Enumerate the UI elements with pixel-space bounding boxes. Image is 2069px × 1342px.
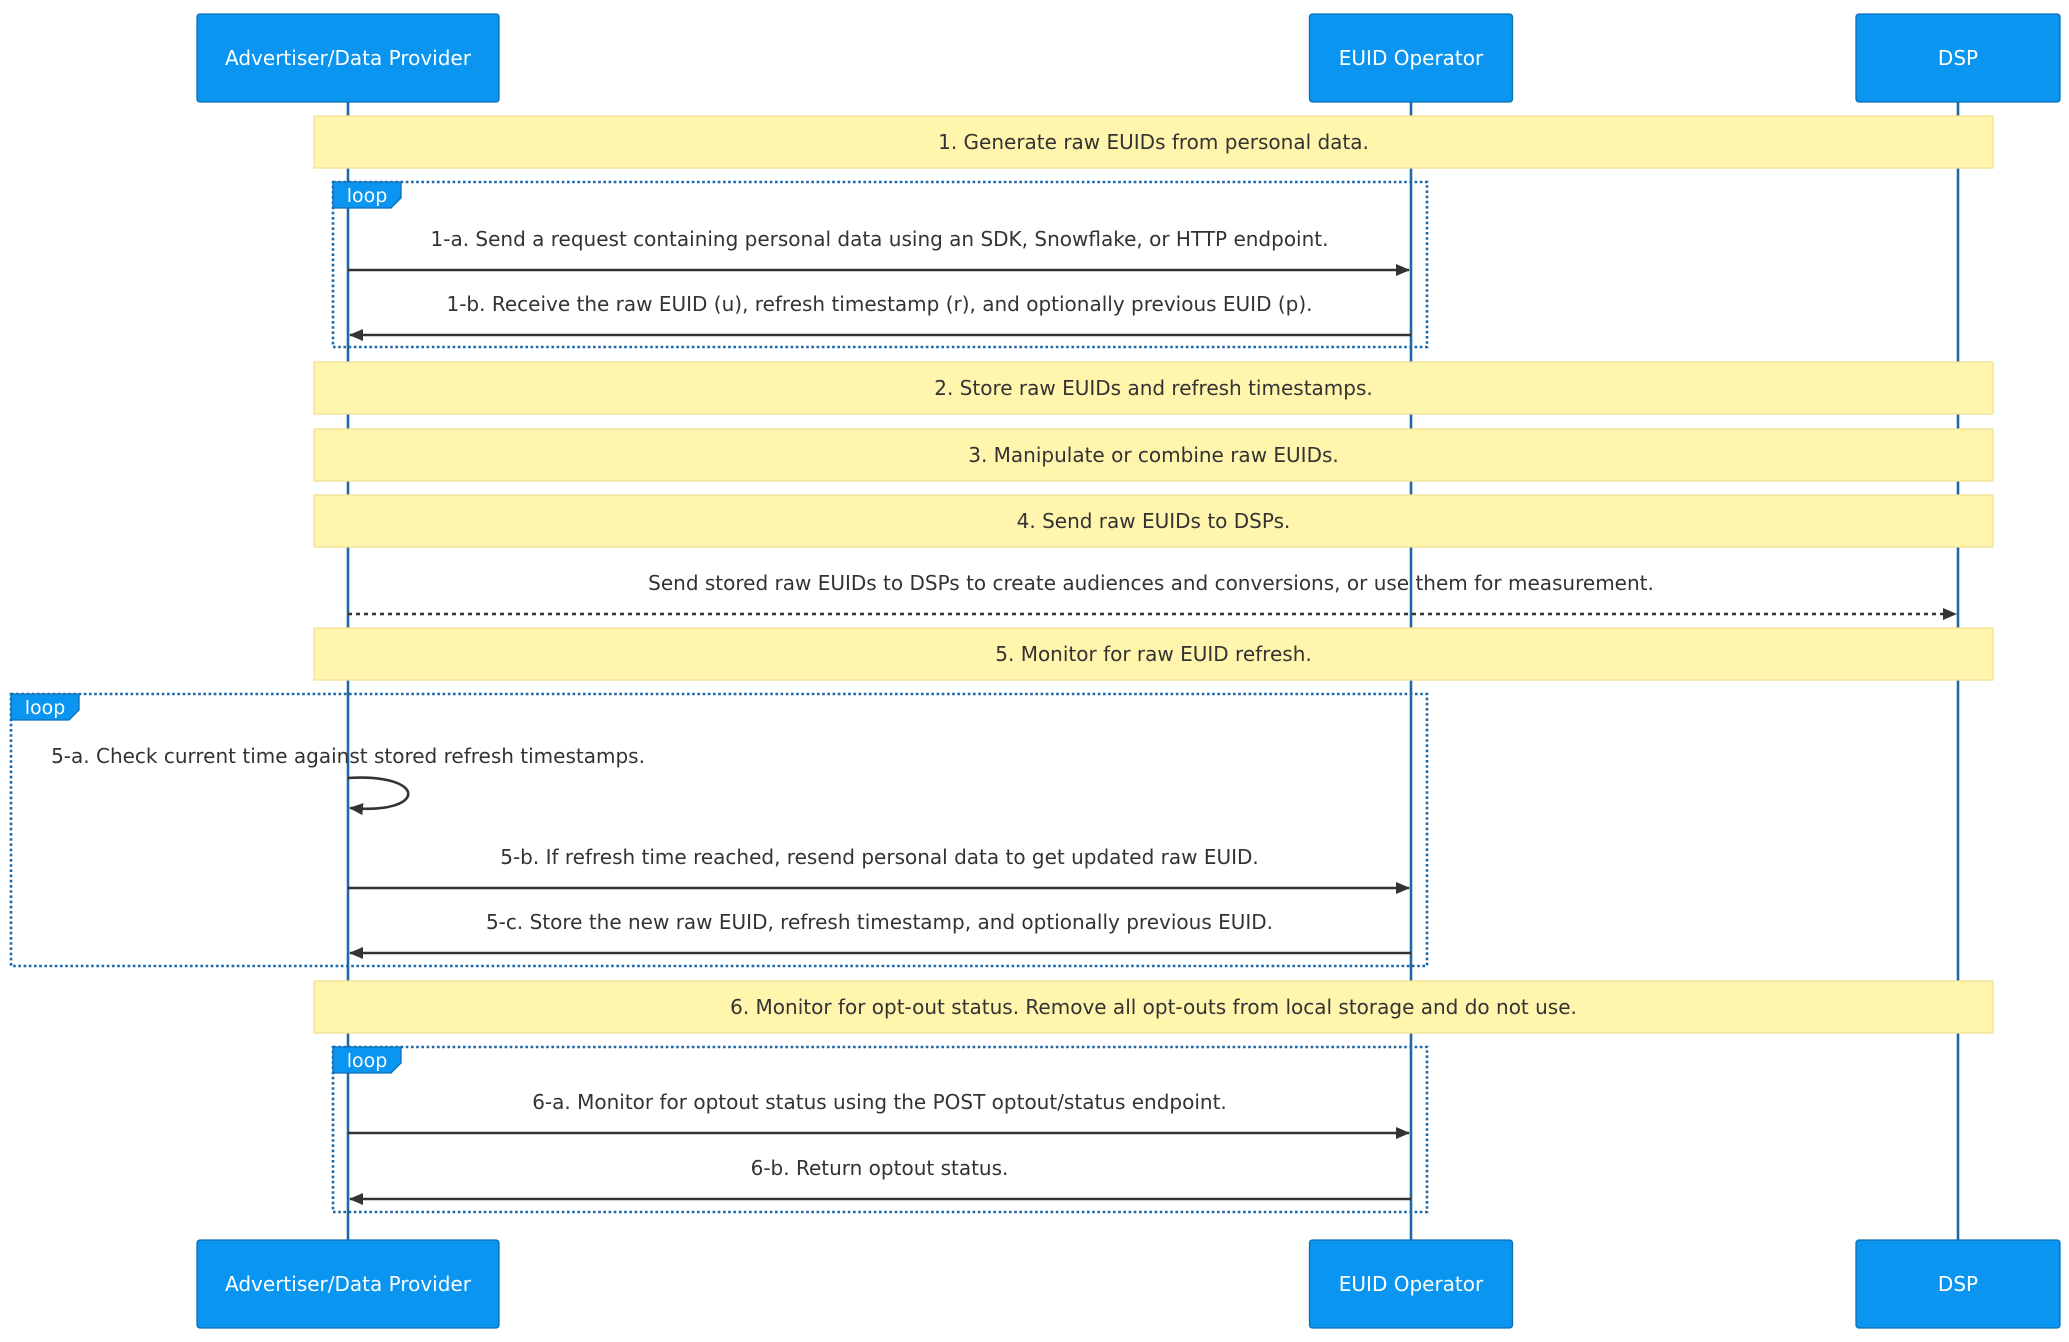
note-box — [313, 494, 1994, 548]
loop-label: loop — [347, 1050, 388, 1072]
actor-box — [1855, 13, 2061, 103]
message-label: 1-a. Send a request containing personal … — [431, 227, 1329, 251]
message-label: 1-b. Receive the raw EUID (u), refresh t… — [446, 292, 1312, 316]
loop-tab — [332, 1046, 402, 1074]
note: 2. Store raw EUIDs and refresh timestamp… — [313, 361, 1994, 415]
actor-label: EUID Operator — [1339, 1272, 1484, 1296]
note: 3. Manipulate or combine raw EUIDs. — [313, 428, 1994, 482]
message: Send stored raw EUIDs to DSPs to create … — [348, 571, 1957, 620]
actor-label: DSP — [1938, 46, 1978, 70]
message-label: 5-b. If refresh time reached, resend per… — [500, 845, 1259, 869]
message-label: 5-a. Check current time against stored r… — [51, 744, 645, 768]
note-box — [313, 361, 1994, 415]
loop-label: loop — [347, 185, 388, 207]
message-label: 5-c. Store the new raw EUID, refresh tim… — [486, 910, 1273, 934]
actor-label: Advertiser/Data Provider — [225, 1272, 472, 1296]
message: 6-a. Monitor for optout status using the… — [348, 1090, 1410, 1139]
note-box — [313, 115, 1994, 169]
actor-dsp-bottom: DSP — [1855, 1239, 2061, 1329]
note: 1. Generate raw EUIDs from personal data… — [313, 115, 1994, 169]
actor-box — [196, 13, 500, 103]
loop-border — [331, 1045, 1429, 1214]
message: 5-b. If refresh time reached, resend per… — [348, 845, 1410, 894]
loop-tab — [332, 181, 402, 209]
loop-border — [9, 692, 1429, 968]
actor-dsp-top: DSP — [1855, 13, 2061, 103]
actor-box — [196, 1239, 500, 1329]
note-text: 2. Store raw EUIDs and refresh timestamp… — [934, 376, 1373, 400]
note-text: 6. Monitor for opt-out status. Remove al… — [730, 995, 1577, 1019]
note-text: 1. Generate raw EUIDs from personal data… — [938, 130, 1369, 154]
note-text: 3. Manipulate or combine raw EUIDs. — [968, 443, 1339, 467]
note-text: 5. Monitor for raw EUID refresh. — [995, 642, 1311, 666]
note-box — [313, 428, 1994, 482]
loop-label: loop — [25, 697, 66, 719]
message: 6-b. Return optout status. — [349, 1156, 1411, 1205]
loop-frame: loop — [331, 1045, 1429, 1214]
actor-adv-bottom: Advertiser/Data Provider — [196, 1239, 500, 1329]
note: 6. Monitor for opt-out status. Remove al… — [313, 980, 1994, 1034]
message: 1-a. Send a request containing personal … — [348, 227, 1410, 276]
self-message: 5-a. Check current time against stored r… — [51, 744, 645, 816]
note: 4. Send raw EUIDs to DSPs. — [313, 494, 1994, 548]
loop-frame: loop — [331, 180, 1429, 349]
actor-op-top: EUID Operator — [1308, 13, 1514, 103]
loop-frame: loop — [9, 692, 1429, 968]
note-box — [313, 627, 1994, 681]
note-text: 4. Send raw EUIDs to DSPs. — [1017, 509, 1291, 533]
message: 1-b. Receive the raw EUID (u), refresh t… — [349, 292, 1411, 341]
actor-box — [1855, 1239, 2061, 1329]
actor-adv-top: Advertiser/Data Provider — [196, 13, 500, 103]
message-label: 6-b. Return optout status. — [751, 1156, 1009, 1180]
actor-label: EUID Operator — [1339, 46, 1484, 70]
loop-tab — [10, 693, 80, 721]
actor-op-bottom: EUID Operator — [1308, 1239, 1514, 1329]
actor-label: Advertiser/Data Provider — [225, 46, 472, 70]
note-box — [313, 980, 1994, 1034]
actor-box — [1308, 1239, 1514, 1329]
message: 5-c. Store the new raw EUID, refresh tim… — [349, 910, 1411, 959]
message-label: 6-a. Monitor for optout status using the… — [532, 1090, 1227, 1114]
self-message-arrow — [347, 776, 410, 816]
loop-border — [331, 180, 1429, 349]
message-label: Send stored raw EUIDs to DSPs to create … — [648, 571, 1654, 595]
note: 5. Monitor for raw EUID refresh. — [313, 627, 1994, 681]
actor-label: DSP — [1938, 1272, 1978, 1296]
actor-box — [1308, 13, 1514, 103]
